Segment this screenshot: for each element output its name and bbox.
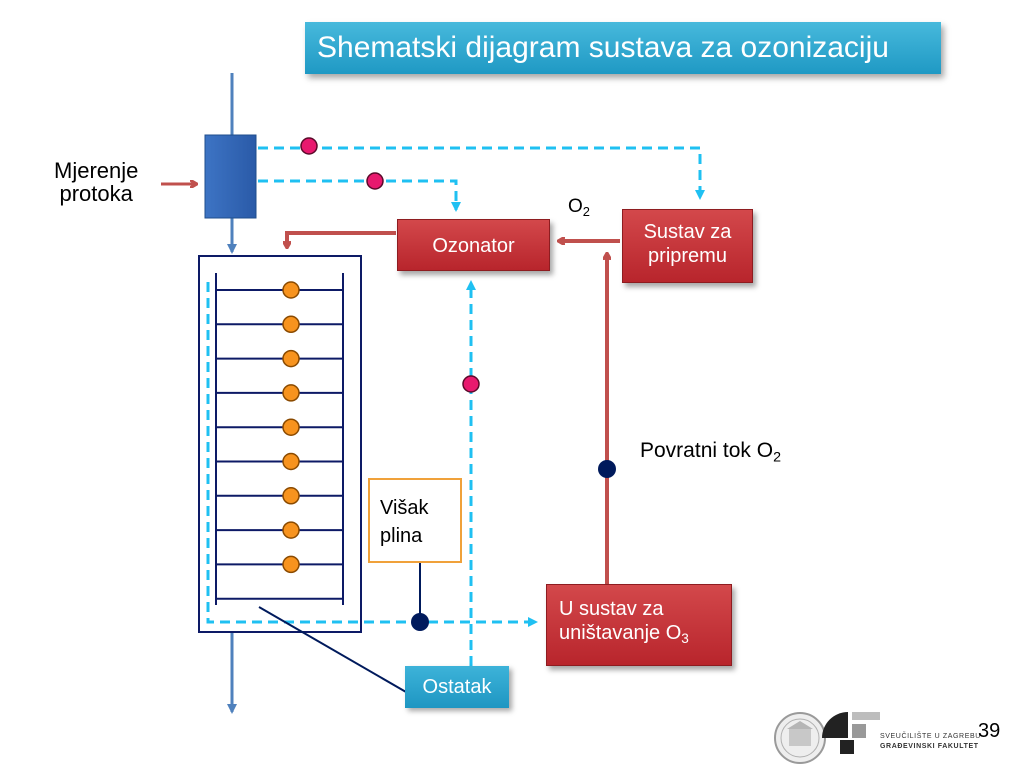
excess-gas-line1: Višak <box>380 497 429 519</box>
diffuser-dot <box>282 384 300 402</box>
faculty-mark-icon <box>822 712 880 754</box>
logo-university-text: SVEUČILIŠTE U ZAGREBU <box>880 733 981 740</box>
slide-title: Shematski dijagram sustava za ozonizacij… <box>305 22 941 74</box>
diffuser-dot <box>282 521 300 539</box>
ozone-destruction-line2: uništavanje O3 <box>559 621 731 645</box>
diffuser-dot <box>282 555 300 574</box>
diffuser-dot <box>282 418 300 436</box>
return-flow-label-subscript: 2 <box>773 449 781 466</box>
preparation-system-line1: Sustav za <box>643 221 732 243</box>
junction-dot-excess <box>411 613 429 631</box>
junction-dot-return <box>598 460 616 478</box>
signal-line-meter-to-prep <box>258 146 705 200</box>
diffuser-dot <box>282 487 300 505</box>
tank-return-line <box>206 282 538 627</box>
logo-graphic <box>774 712 880 764</box>
flow-meter <box>204 134 257 219</box>
page-number: 39 <box>978 720 1001 742</box>
o2-label-text: O <box>568 196 583 217</box>
contact-tank <box>198 255 362 633</box>
university-logo: SVEUČILIŠTE U ZAGREBU GRAĐEVINSKI FAKULT… <box>772 700 980 766</box>
ozone-feed-line <box>287 231 396 246</box>
excess-gas-box: Višak plina <box>368 478 462 563</box>
flow-measurement-label: Mjerenje protoka <box>54 159 138 205</box>
signal-line-meter-to-ozonator <box>258 179 461 212</box>
ozone-destruction-line2-text: uništavanje O <box>559 622 682 644</box>
ozonator-box: Ozonator <box>397 219 550 271</box>
flow-measurement-label-line2: protoka <box>59 181 133 206</box>
sensor-dot-middle <box>366 172 384 190</box>
flow-measurement-label-line1: Mjerenje <box>54 158 139 183</box>
o2-label-subscript: 2 <box>582 203 590 219</box>
university-seal-icon <box>774 712 826 764</box>
ozone-destruction-line1: U sustav za <box>559 598 664 620</box>
residue-box: Ostatak <box>405 666 509 708</box>
ozone-destruction-box: U sustav za uništavanje O3 <box>546 584 732 666</box>
excess-gas-line2: plina <box>380 525 423 547</box>
diffuser-dot <box>282 315 300 334</box>
o2-label: O2 <box>568 196 590 218</box>
return-flow-label-text: Povratni tok O <box>640 439 774 462</box>
ozone-destruction-subscript: 3 <box>681 631 689 647</box>
preparation-system-line2: pripremu <box>648 245 727 267</box>
residue-pointer-line <box>258 606 407 693</box>
diffuser-dot <box>282 452 300 471</box>
preparation-system-box: Sustav za pripremu <box>622 209 753 283</box>
sensor-dot-top <box>300 137 318 155</box>
diffuser-dot <box>282 349 300 368</box>
logo-faculty-text: GRAĐEVINSKI FAKULTET <box>880 743 979 750</box>
diffuser-dot <box>282 281 300 299</box>
sensor-dot-residue <box>462 375 480 393</box>
return-flow-label: Povratni tok O2 <box>640 439 781 466</box>
